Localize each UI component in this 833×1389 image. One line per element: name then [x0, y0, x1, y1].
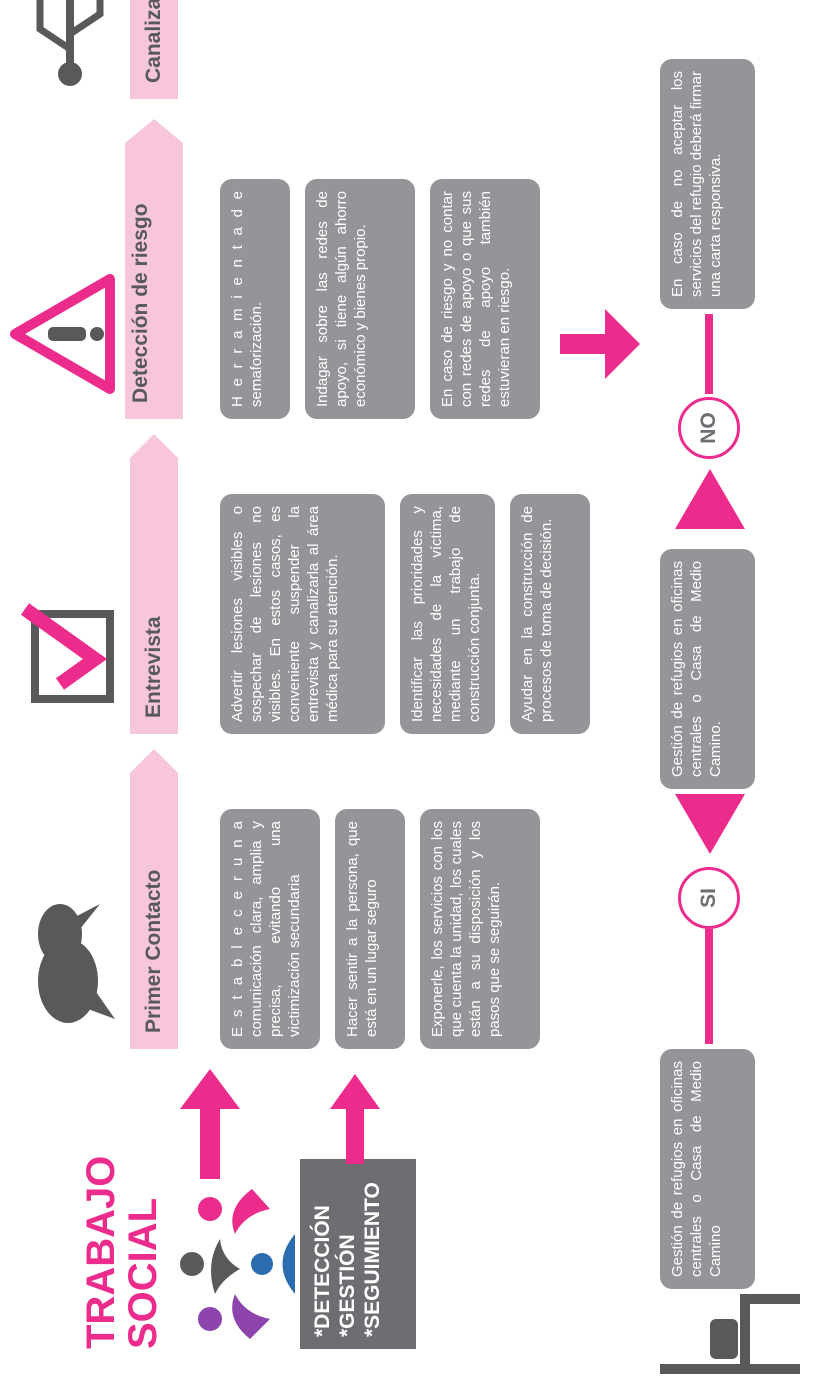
ts-title: TRABAJO SOCIAL — [79, 1155, 165, 1349]
arrow-gestion-to-no — [675, 469, 745, 529]
gestion-left-box: Gestión de refugios en oficinas centrale… — [660, 1049, 755, 1289]
deteccion-item-2: Indagar sobre las redes de apoyo, si tie… — [305, 179, 415, 419]
arrow-to-functions — [330, 1074, 380, 1164]
line-no-to-carta — [705, 314, 713, 394]
primer-contacto-item-2: Hacer sentir a la persona, que está en u… — [335, 809, 405, 1049]
bed-icon — [660, 1294, 800, 1374]
si-circle: SI — [678, 867, 740, 929]
ts-function-seguimiento: *SEGUIMIENTO — [361, 1182, 384, 1337]
entrevista-item-1: Advertir lesiones visibles o sospechar d… — [220, 494, 385, 734]
entrevista-item-3: Ayudar en la construcción de procesos de… — [510, 494, 590, 734]
speech-bubbles-icon — [38, 904, 115, 1023]
warning-icon — [10, 274, 115, 394]
primer-contacto-item-1: E s t a b l e c e r u n a comunicación c… — [220, 809, 320, 1049]
entrevista-item-2: Identificar las prioridades y necesidade… — [400, 494, 495, 734]
ts-functions-box: *DETECCIÓN *GESTIÓN *SEGUIMIENTO — [300, 1159, 416, 1349]
trabajo-social-logo-icon — [180, 1189, 295, 1339]
usb-icon — [36, 0, 104, 86]
line-gestion-to-si — [705, 929, 713, 1044]
canalizacion-banner: Canalización — [130, 0, 178, 99]
no-circle: NO — [678, 397, 740, 459]
arrow-si-to-gestion — [675, 794, 745, 854]
entrevista-banner: Entrevista — [130, 434, 178, 734]
ts-function-deteccion: *DETECCIÓN — [311, 1205, 334, 1337]
primer-contacto-banner: Primer Contacto — [130, 749, 178, 1049]
no-acepta-box: En caso de no aceptar los servicios del … — [660, 59, 755, 309]
gestion-center-box: Gestión de refugios en oficinas centrale… — [660, 549, 755, 789]
deteccion-banner: Detección de riesgo — [125, 119, 183, 419]
deteccion-item-3: En caso de riesgo y no contar con redes … — [430, 179, 540, 419]
ts-title-line2: SOCIAL — [121, 1197, 165, 1349]
primer-contacto-item-3: Exponerle, los servicios con los que cue… — [420, 809, 540, 1049]
ts-title-line1: TRABAJO — [79, 1155, 123, 1349]
deteccion-item-1: H e r r a m i e n t a d e semaforización… — [220, 179, 290, 419]
arrow-to-primer-contacto — [180, 1069, 240, 1179]
arrow-deteccion-to-gestion — [560, 309, 640, 379]
ts-function-gestion: *GESTIÓN — [336, 1234, 359, 1337]
checkbox-icon — [20, 603, 114, 703]
